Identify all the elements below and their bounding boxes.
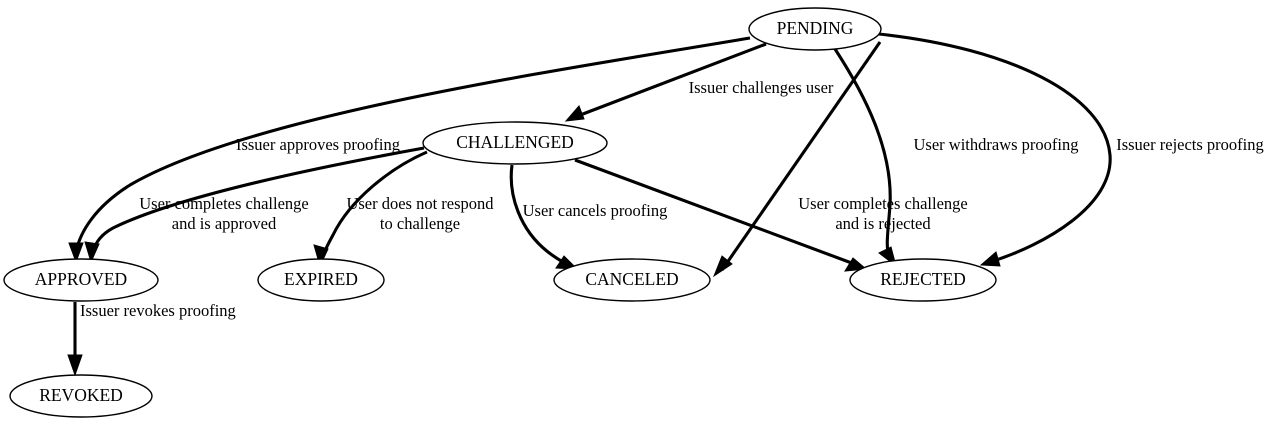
arrowhead-pending-to-canceled (712, 255, 733, 278)
edge-path-pending-to-challenged (574, 42, 767, 119)
node-rejected-ellipse (849, 258, 997, 302)
node-revoked-ellipse (9, 374, 153, 418)
arrowhead-challenged-to-expired (313, 244, 329, 268)
node-revoked[interactable]: REVOKED (9, 374, 153, 418)
node-challenged-label: CHALLENGED (456, 132, 574, 152)
arrowhead-challenged-to-rejected (844, 257, 868, 272)
node-expired[interactable]: EXPIRED (257, 258, 385, 302)
edge-pending-to-rejected-issuer[interactable] (878, 32, 1112, 267)
arrowhead-challenged-to-approved (84, 241, 100, 264)
edge-label-layer: Issuer approves proofing Issuer challeng… (80, 78, 1264, 320)
edge-challenged-to-rejected[interactable] (574, 158, 868, 272)
edge-label-challenged-to-expired: User does not respond to challenge (346, 194, 494, 233)
edge-label-pending-to-canceled: User cancels proofing (523, 201, 668, 220)
edge-approved-to-revoked[interactable] (67, 302, 83, 377)
edge-pending-to-approved[interactable] (68, 36, 751, 264)
edge-pending-to-challenged[interactable] (564, 42, 767, 122)
edge-label-challenged-to-rejected-line2: and is rejected (835, 214, 931, 233)
edge-challenged-to-expired[interactable] (313, 150, 428, 268)
edge-label-challenged-to-expired-line2: to challenge (380, 214, 460, 233)
edge-layer (67, 32, 1112, 377)
edge-pending-to-rejected-withdraw[interactable] (833, 48, 897, 268)
edge-label-pending-to-challenged: Issuer challenges user (689, 78, 834, 97)
edge-label-pending-to-rejected-withdraw: User withdraws proofing (914, 135, 1079, 154)
edge-path-challenged-to-rejected (574, 158, 858, 267)
node-canceled-ellipse (553, 258, 711, 302)
node-rejected-label: REJECTED (880, 269, 966, 289)
edge-label-challenged-to-approved-line1: User completes challenge (139, 194, 309, 213)
node-approved[interactable]: APPROVED (3, 258, 159, 302)
arrowhead-pending-to-rejected-issuer (979, 251, 1001, 267)
edge-path-pending-to-rejected-issuer (878, 32, 1112, 264)
arrowhead-pending-to-approved (68, 242, 84, 264)
edge-label-challenged-to-approved-line2: and is approved (172, 214, 277, 233)
arrowhead-pending-to-challenged (564, 105, 585, 122)
edge-label-approved-to-revoked: Issuer revokes proofing (80, 301, 236, 320)
node-expired-ellipse (257, 258, 385, 302)
arrowhead-approved-to-revoked (67, 354, 83, 377)
edge-path-pending-to-canceled (720, 41, 882, 271)
node-expired-label: EXPIRED (284, 269, 358, 289)
node-approved-ellipse (3, 258, 159, 302)
edge-label-challenged-to-rejected: User completes challenge and is rejected (798, 194, 968, 233)
node-canceled-label: CANCELED (585, 269, 678, 289)
edge-label-pending-to-rejected-issuer: Issuer rejects proofing (1116, 135, 1264, 154)
node-pending-label: PENDING (777, 18, 854, 38)
node-layer: PENDING CHALLENGED APPROVED EXPIRED CANC… (3, 7, 997, 418)
edge-challenged-to-approved[interactable] (84, 146, 425, 264)
edge-label-challenged-to-expired-line1: User does not respond (346, 194, 494, 213)
node-challenged[interactable]: CHALLENGED (422, 121, 608, 165)
edge-path-pending-to-rejected-withdraw (833, 48, 892, 259)
node-revoked-label: REVOKED (39, 385, 123, 405)
node-challenged-ellipse (422, 121, 608, 165)
node-rejected[interactable]: REJECTED (849, 258, 997, 302)
node-approved-label: APPROVED (35, 269, 127, 289)
node-canceled[interactable]: CANCELED (553, 258, 711, 302)
edge-label-challenged-to-rejected-line1: User completes challenge (798, 194, 968, 213)
edge-path-pending-to-approved (74, 36, 751, 253)
node-pending[interactable]: PENDING (748, 7, 882, 51)
edge-label-challenged-to-approved: User completes challenge and is approved (139, 194, 309, 233)
node-pending-ellipse (748, 7, 882, 51)
edge-path-challenged-to-approved (91, 146, 425, 253)
edge-label-pending-to-approved: Issuer approves proofing (236, 135, 400, 154)
